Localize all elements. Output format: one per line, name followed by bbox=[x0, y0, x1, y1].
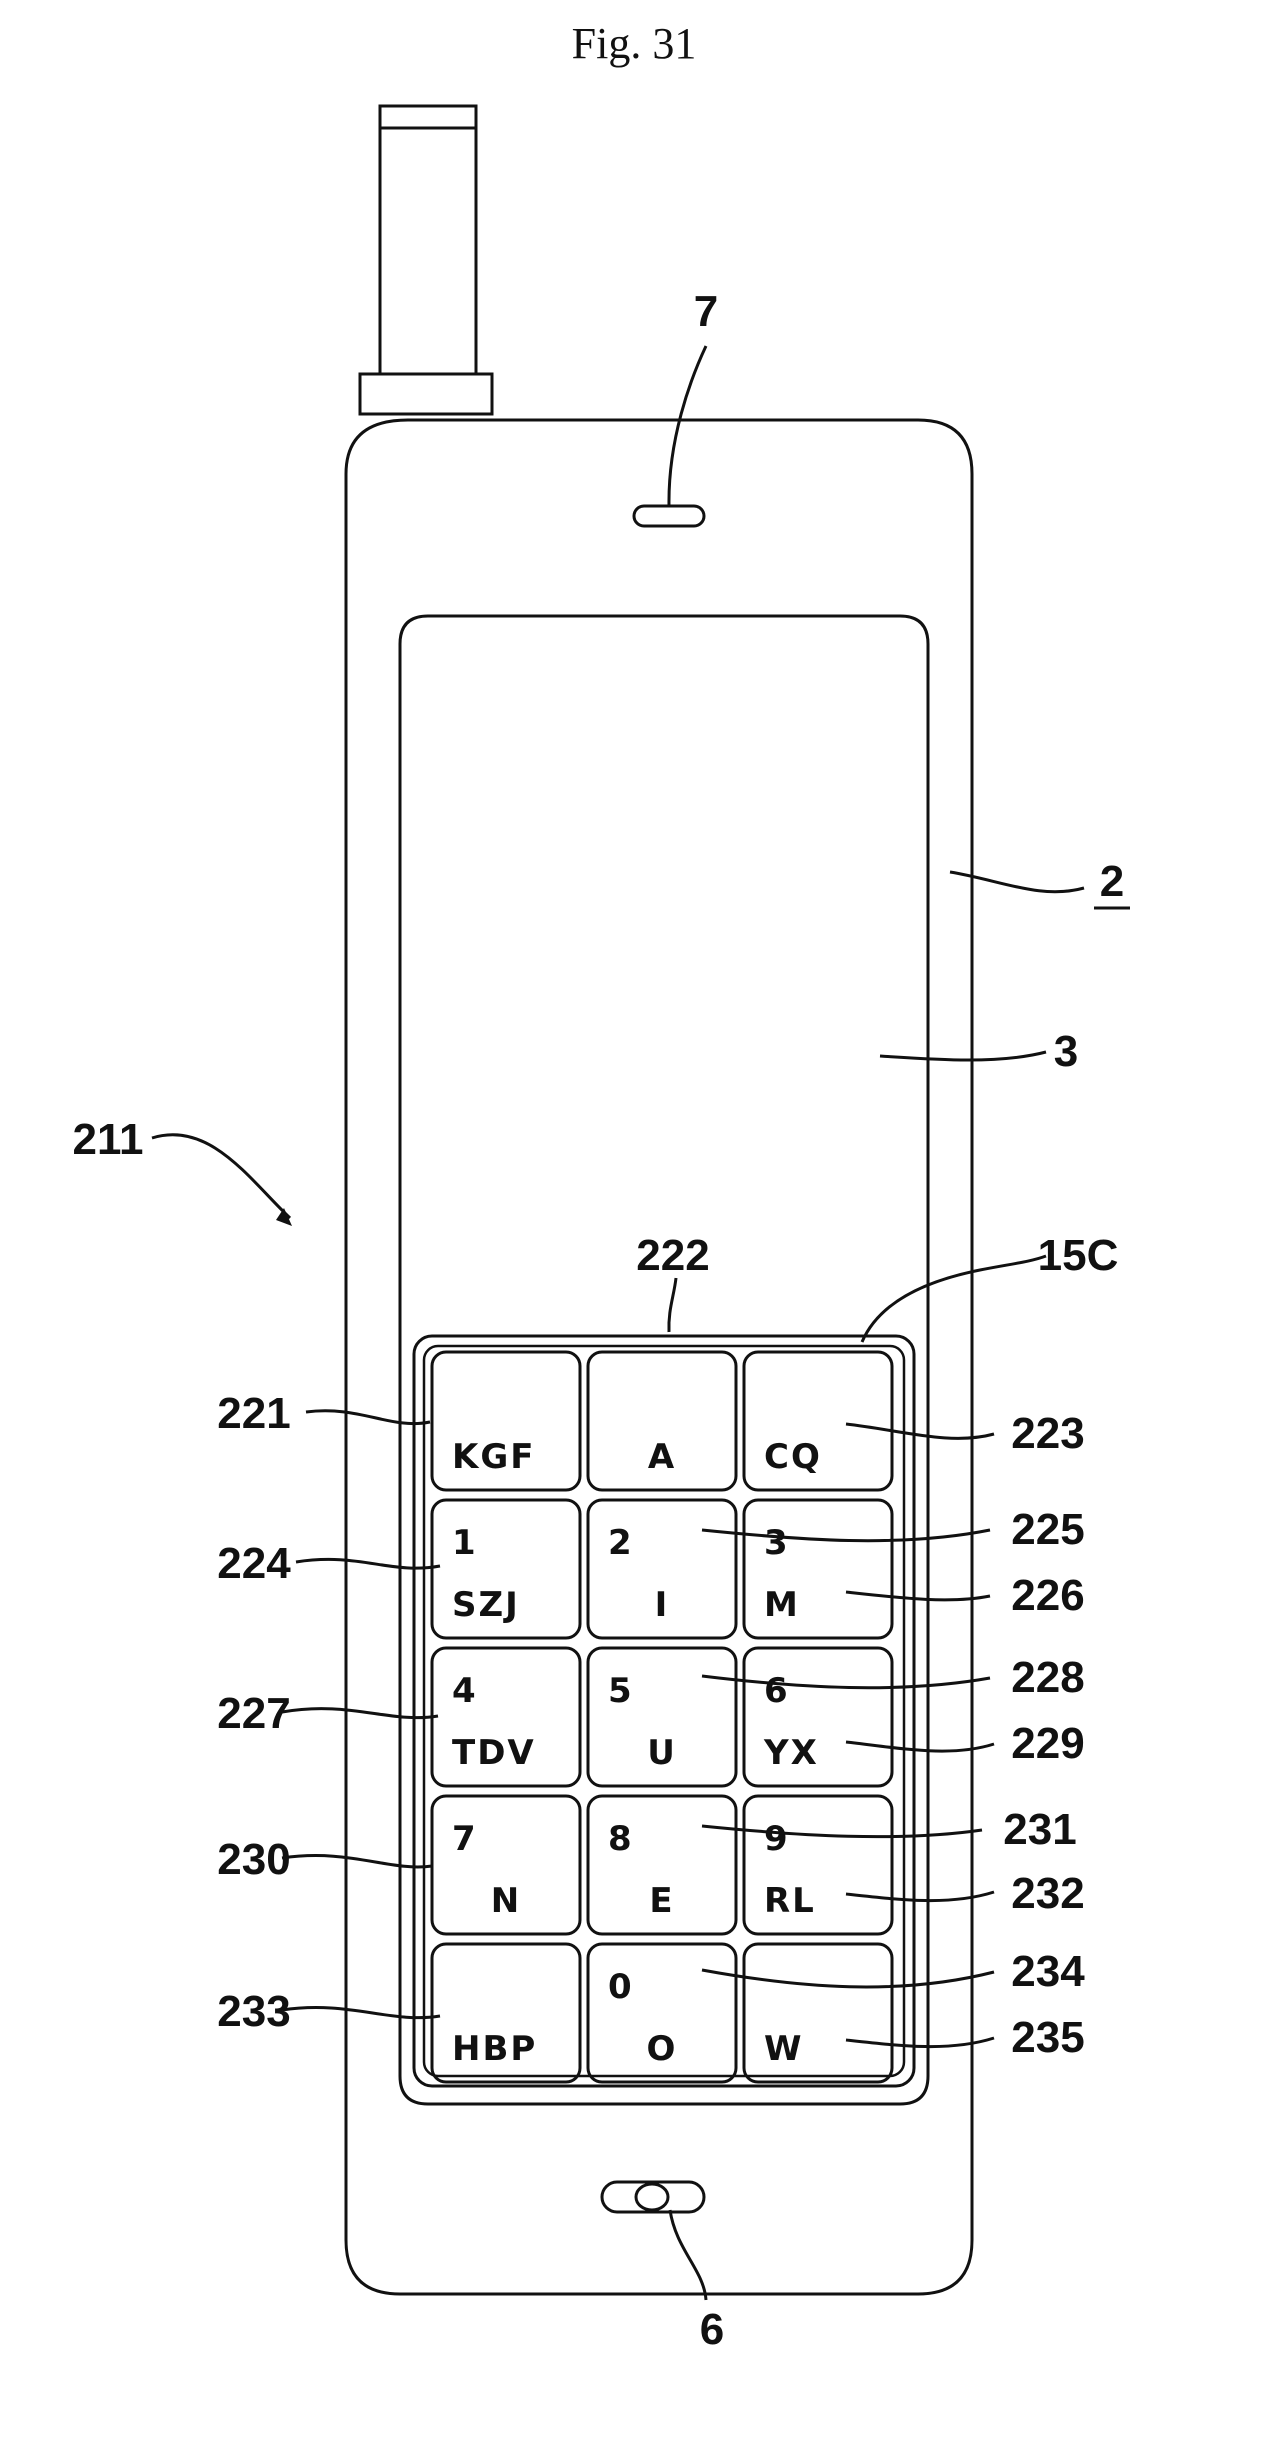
ref-key-222: 222 bbox=[636, 1231, 709, 1280]
ref-microphone: 6 bbox=[700, 2305, 724, 2354]
ref-earpiece: 7 bbox=[694, 287, 718, 336]
ref-body: 2 bbox=[1100, 857, 1124, 906]
key-letters: I bbox=[655, 1585, 670, 1625]
keypad-outer-frame bbox=[412, 1334, 916, 2088]
key-letters: U bbox=[647, 1733, 677, 1773]
ref-key-233: 233 bbox=[217, 1987, 290, 2036]
key-letters: YX bbox=[763, 1733, 819, 1773]
ref-key-235: 235 bbox=[1011, 2013, 1084, 2062]
key-letters: CQ bbox=[764, 1437, 822, 1477]
key-cap bbox=[430, 1794, 582, 1936]
key-222[interactable]: A bbox=[586, 1350, 738, 1492]
key-letters: E bbox=[649, 1881, 674, 1921]
key-235[interactable]: W bbox=[742, 1942, 894, 2084]
key-number: 0 bbox=[608, 1967, 634, 2007]
key-number: 2 bbox=[608, 1523, 634, 1563]
key-number: 3 bbox=[764, 1523, 790, 1563]
key-229[interactable]: 6YX bbox=[742, 1646, 894, 1788]
ref-key-231: 231 bbox=[1003, 1805, 1076, 1854]
key-letters: A bbox=[648, 1437, 676, 1477]
leader-lines bbox=[151, 345, 1085, 2301]
ref-display: 3 bbox=[1054, 1027, 1078, 1076]
key-225[interactable]: 2I bbox=[586, 1498, 738, 1640]
figure-title: Fig. 31 bbox=[572, 19, 697, 68]
ref-key-221: 221 bbox=[217, 1389, 290, 1438]
ref-key-224: 224 bbox=[217, 1539, 291, 1588]
key-cap bbox=[742, 1942, 894, 2084]
key-cap bbox=[430, 1498, 582, 1640]
key-number: 6 bbox=[764, 1671, 790, 1711]
key-number: 7 bbox=[452, 1819, 478, 1859]
ref-key-234: 234 bbox=[1011, 1947, 1085, 1996]
key-cap bbox=[742, 1498, 894, 1640]
key-letters: RL bbox=[764, 1881, 816, 1921]
key-221[interactable]: KGF bbox=[430, 1350, 582, 1492]
keypad-inner-frame bbox=[422, 1344, 906, 2078]
key-cap bbox=[586, 1942, 738, 2084]
key-cap bbox=[586, 1498, 738, 1640]
key-233[interactable]: HBP bbox=[430, 1942, 582, 2084]
display-screen bbox=[398, 614, 930, 2106]
key-cap bbox=[430, 1350, 582, 1492]
ref-keypad: 15C bbox=[1038, 1231, 1119, 1280]
key-letters: SZJ bbox=[452, 1585, 520, 1625]
ref-key-232: 232 bbox=[1011, 1869, 1084, 1918]
key-cap bbox=[430, 1942, 582, 2084]
key-228[interactable]: 5U bbox=[586, 1646, 738, 1788]
key-232[interactable]: 9RL bbox=[742, 1794, 894, 1936]
ref-key-230: 230 bbox=[217, 1835, 290, 1884]
ref-key-227: 227 bbox=[217, 1689, 290, 1738]
key-cap bbox=[586, 1350, 738, 1492]
ref-key-226: 226 bbox=[1011, 1571, 1084, 1620]
key-number: 9 bbox=[764, 1819, 790, 1859]
earpiece-slot bbox=[632, 504, 706, 528]
key-cap bbox=[586, 1646, 738, 1788]
microphone-grille bbox=[600, 2180, 706, 2214]
key-223[interactable]: CQ bbox=[742, 1350, 894, 1492]
key-number: 1 bbox=[452, 1523, 478, 1563]
key-231[interactable]: 8E bbox=[586, 1794, 738, 1936]
phone-body bbox=[344, 418, 974, 2296]
key-letters: TDV bbox=[452, 1733, 536, 1773]
key-number: 5 bbox=[608, 1671, 634, 1711]
key-234[interactable]: 0O bbox=[586, 1942, 738, 2084]
ref-key-228: 228 bbox=[1011, 1653, 1084, 1702]
key-letters: N bbox=[491, 1881, 521, 1921]
ref-key-225: 225 bbox=[1011, 1505, 1084, 1554]
key-number: 8 bbox=[608, 1819, 634, 1859]
key-letters: W bbox=[764, 2029, 804, 2069]
key-letters: O bbox=[647, 2029, 678, 2069]
key-cap bbox=[742, 1646, 894, 1788]
ref-key-229: 229 bbox=[1011, 1719, 1084, 1768]
key-cap bbox=[742, 1794, 894, 1936]
ref-device: 211 bbox=[73, 1115, 144, 1164]
key-number: 4 bbox=[452, 1671, 478, 1711]
key-cap bbox=[586, 1794, 738, 1936]
key-letters: HBP bbox=[452, 2029, 537, 2069]
ref-key-223: 223 bbox=[1011, 1409, 1084, 1458]
key-letters: M bbox=[764, 1585, 800, 1625]
key-226[interactable]: 3M bbox=[742, 1498, 894, 1640]
key-letters: KGF bbox=[452, 1437, 535, 1477]
key-cap bbox=[742, 1350, 894, 1492]
antenna bbox=[358, 104, 494, 416]
key-230[interactable]: 7N bbox=[430, 1794, 582, 1936]
